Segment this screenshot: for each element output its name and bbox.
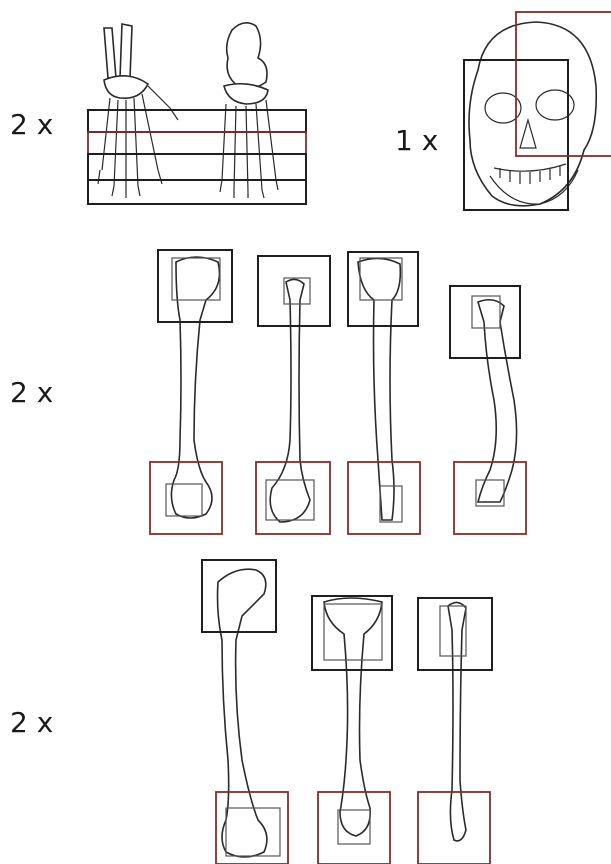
fibula-curved-drawing: [478, 300, 517, 502]
skull-drawing: [469, 22, 596, 206]
humerus-drawing: [171, 257, 219, 518]
fibula-straight-drawing: [448, 602, 466, 840]
hand-foot-strip-1: [88, 110, 306, 132]
hand-foot-strip-4: [88, 180, 306, 204]
skull-multiplier-label: 1 x: [395, 124, 438, 157]
arm-bones-multiplier-label: 2 x: [10, 376, 53, 409]
hands-feet-multiplier-label: 2 x: [10, 108, 53, 141]
radius-drawing: [270, 279, 310, 522]
femur-drawing: [218, 569, 267, 857]
hand-foot-strip-2: [88, 132, 306, 154]
tibia-drawing: [324, 598, 382, 836]
ulna-drawing: [358, 258, 400, 520]
leg-bones-multiplier-label: 2 x: [10, 706, 53, 739]
